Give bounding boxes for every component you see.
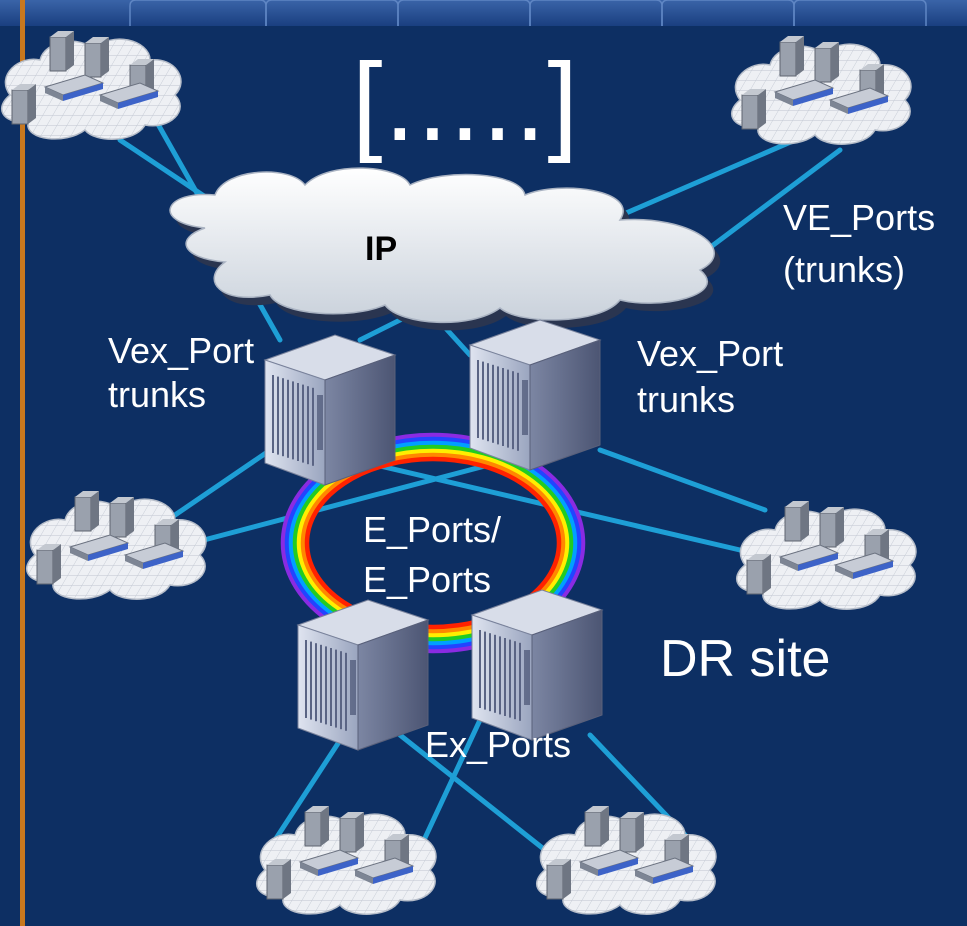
ring-band — [280, 432, 586, 654]
server-icon — [36, 544, 61, 585]
title-band — [0, 0, 967, 26]
ip-cloud-label: IP — [365, 230, 398, 268]
link-mr-to-switch-2 — [597, 447, 768, 513]
ring-band — [296, 448, 570, 638]
switch-device-icon — [298, 849, 360, 876]
server-icon — [546, 859, 571, 900]
link-ml-to-switch-2 — [182, 459, 503, 548]
switch-chassis-icon-bottom-left — [296, 599, 430, 751]
switch-device-icon — [123, 542, 185, 569]
title-band-tabs — [129, 0, 927, 26]
switch-chassis-icon-bottom-right — [470, 589, 604, 741]
switch-device-icon — [43, 74, 105, 101]
e-ports-sublabel: E_Ports — [363, 559, 492, 600]
link-mr-to-switch — [317, 449, 743, 553]
link-bl-1 — [272, 722, 353, 843]
server-icon — [74, 491, 99, 532]
server-icon — [619, 812, 644, 853]
left-accent-bar — [20, 0, 25, 926]
server-icon — [266, 859, 291, 900]
ring-band — [284, 436, 582, 650]
server-icon — [304, 806, 329, 847]
server-icon — [584, 806, 609, 847]
network-cloud-bottom-right — [535, 806, 717, 915]
e-ports-label: E_Ports/ — [363, 509, 502, 550]
ex-ports-label: Ex_Ports — [425, 724, 572, 765]
placeholder-text: [.....] — [352, 41, 580, 164]
ve-ports-sublabel: (trunks) — [783, 249, 906, 290]
switch-device-icon — [778, 544, 840, 571]
switch-device-icon — [578, 849, 640, 876]
switch-device-icon — [833, 552, 895, 579]
switch-device-icon — [633, 857, 695, 884]
ip-cloud-body — [169, 167, 715, 324]
link-bl-2 — [397, 732, 548, 853]
switch-device-icon — [68, 534, 130, 561]
server-icon — [814, 42, 839, 83]
vex-port-right-sublabel: trunks — [637, 379, 736, 420]
server-icon — [11, 84, 36, 125]
server-icon — [779, 36, 804, 77]
switch-device-icon — [98, 82, 160, 109]
server-icon — [49, 31, 74, 72]
ring-band — [292, 444, 574, 642]
switch-chassis-icon-top-left — [263, 334, 397, 486]
ve-ports-label: VE_Ports — [783, 197, 936, 238]
ring-band — [300, 452, 566, 634]
server-icon — [339, 812, 364, 853]
server-icon — [741, 89, 766, 130]
network-cloud-bottom-left — [255, 806, 437, 915]
ring-band — [304, 456, 562, 630]
switch-device-icon — [828, 87, 890, 114]
network-cloud-top-left — [0, 31, 182, 140]
vex-port-left-label: Vex_Port — [108, 330, 255, 371]
network-cloud-mid-left — [25, 491, 207, 600]
e-ports-ring — [280, 432, 586, 654]
switch-device-icon — [353, 857, 415, 884]
vex-port-left-sublabel: trunks — [108, 374, 207, 415]
ring-band — [288, 440, 578, 646]
dr-site-label: DR site — [660, 630, 831, 688]
server-icon — [819, 507, 844, 548]
server-icon — [109, 497, 134, 538]
server-icon — [784, 501, 809, 542]
network-cloud-mid-right — [735, 501, 917, 610]
vex-port-right-label: Vex_Port — [637, 333, 784, 374]
switch-chassis-icon-top-right — [468, 319, 602, 471]
server-icon — [84, 37, 109, 78]
network-cloud-top-right — [730, 36, 912, 145]
server-icon — [746, 554, 771, 595]
ip-cloud-icon — [169, 167, 721, 331]
switch-device-icon — [773, 79, 835, 106]
